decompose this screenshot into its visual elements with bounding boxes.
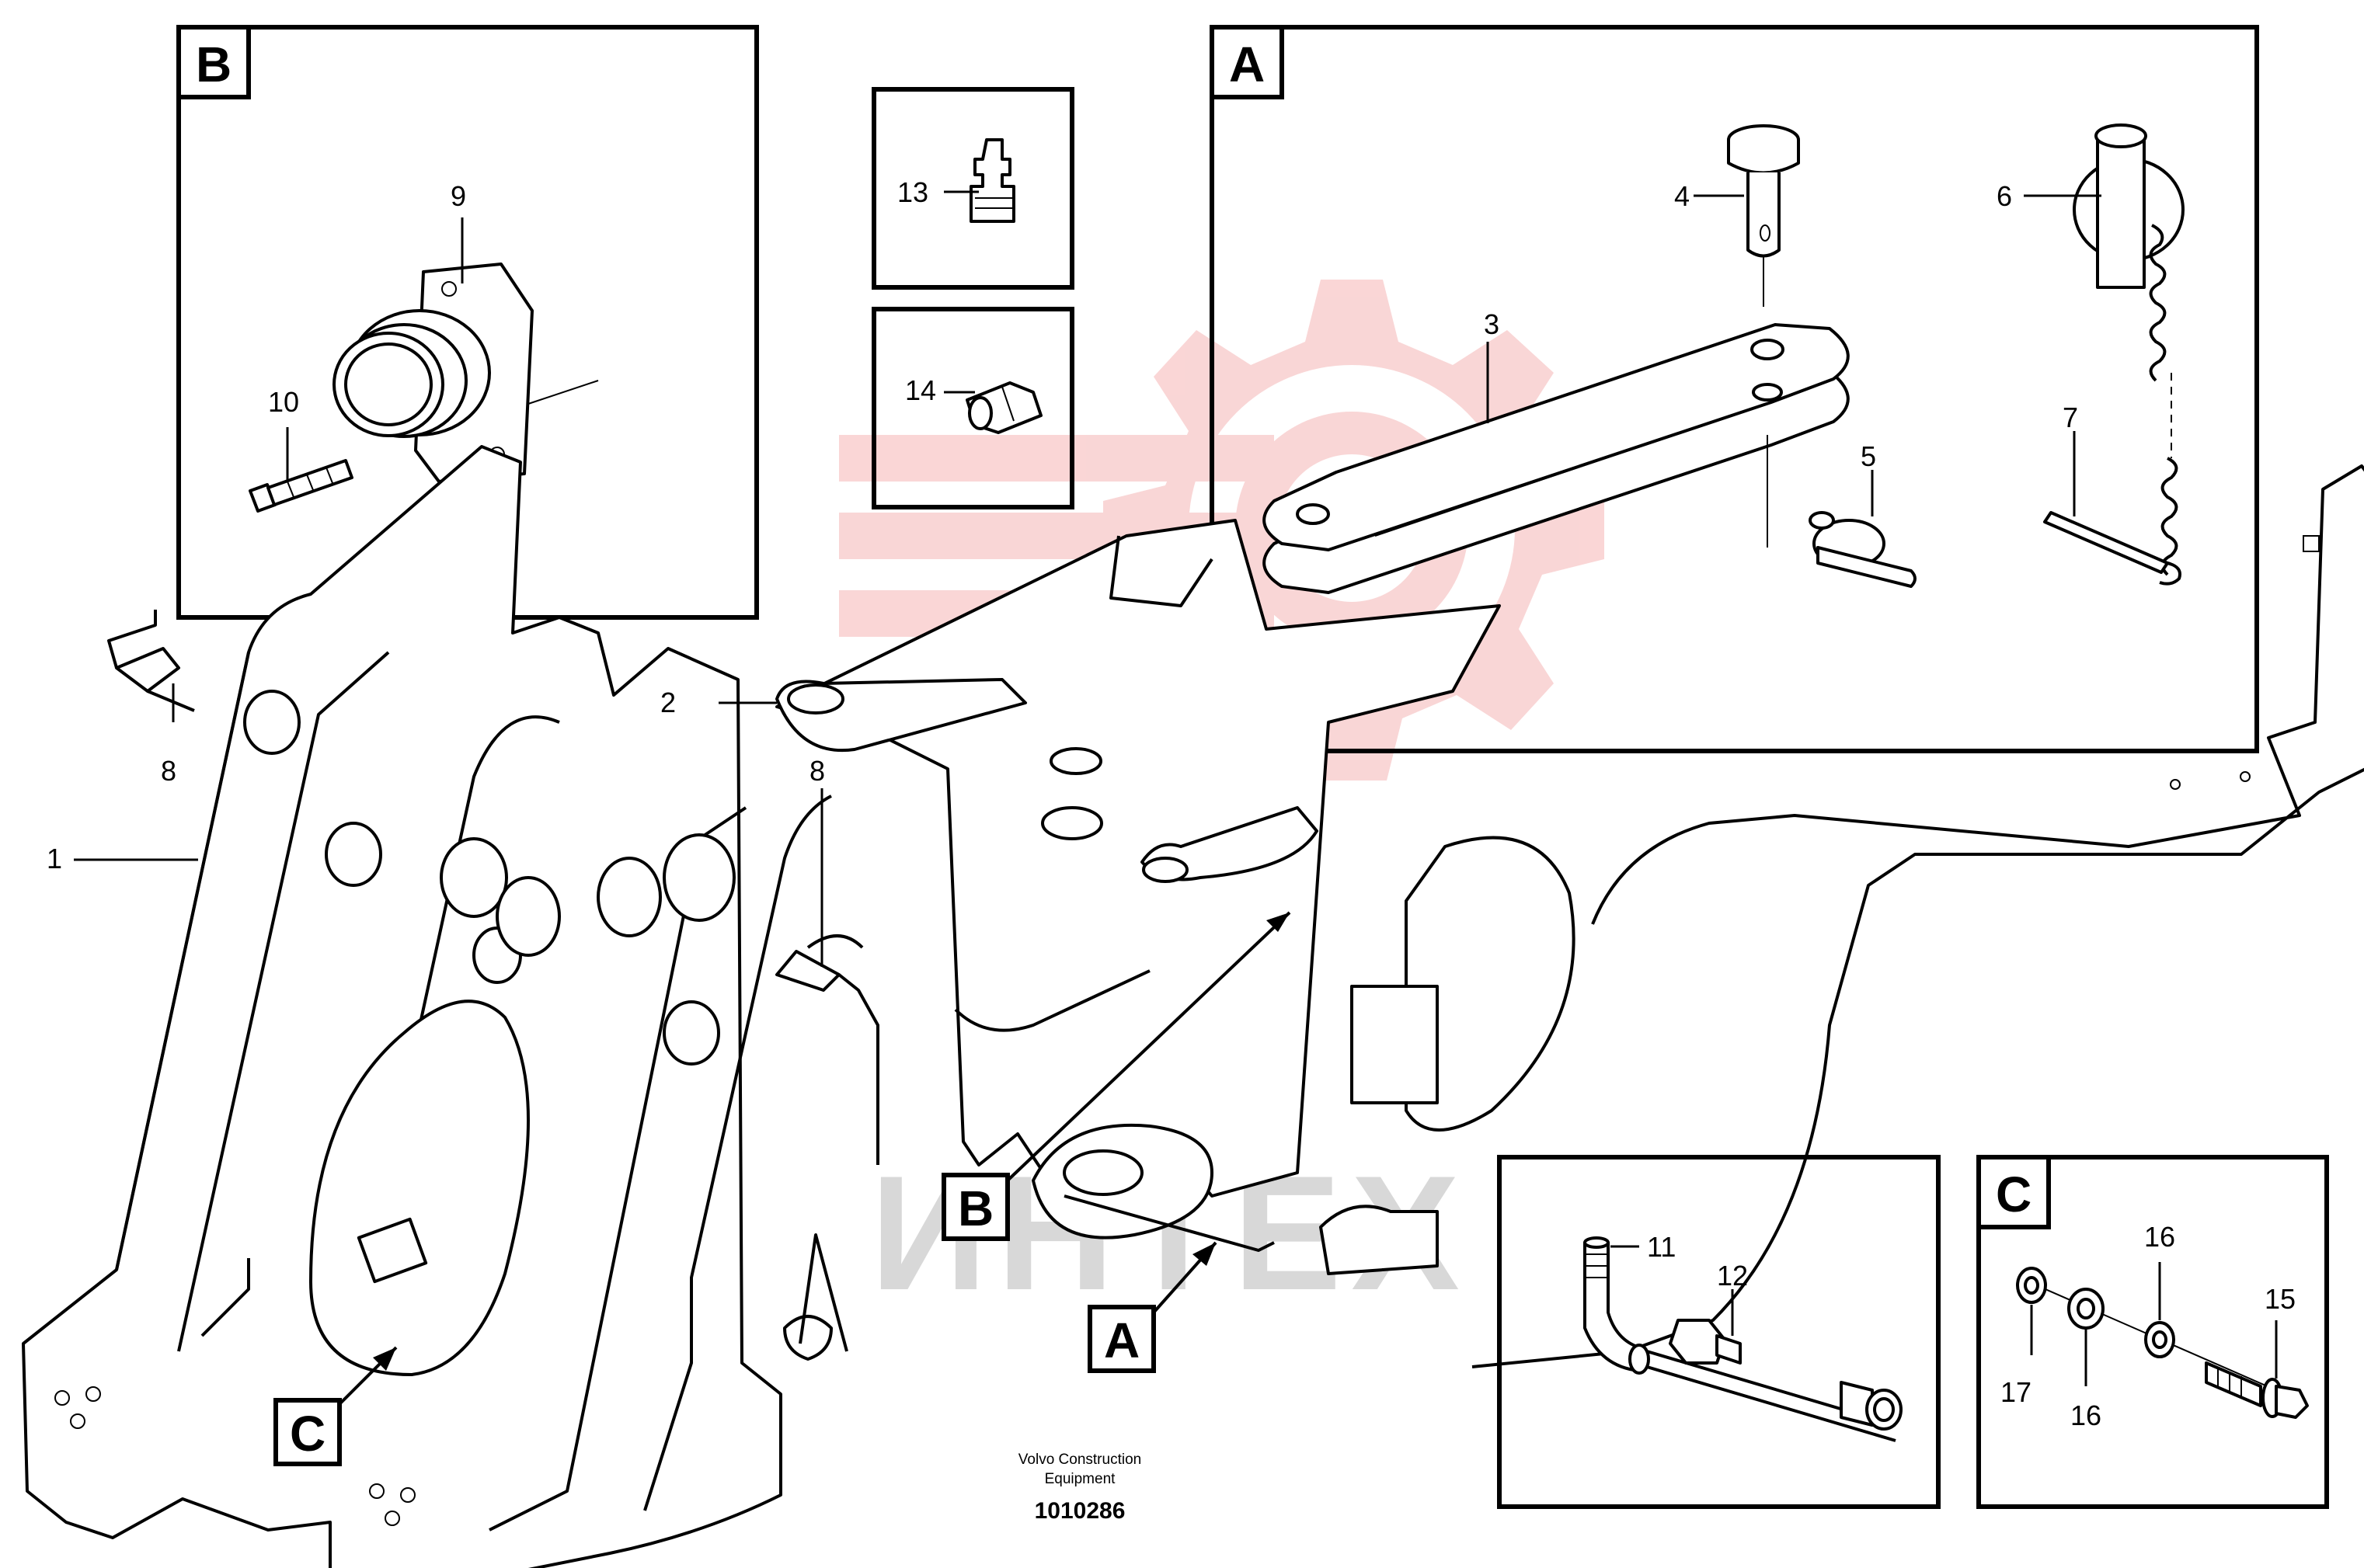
svg-text:C: C: [290, 1406, 326, 1462]
svg-text:A: A: [1104, 1312, 1140, 1368]
washer-16-b: [2144, 1321, 2175, 1358]
callout-16-upper: 16: [2144, 1221, 2175, 1253]
washer-17: [2016, 1267, 2047, 1304]
callout-16-lower: 16: [2070, 1399, 2101, 1431]
flange-bolt: [2205, 1361, 2309, 1419]
callout-1: 1: [47, 843, 62, 874]
flange-bearing: [332, 262, 599, 483]
detail-box-c-letter: C: [1996, 1166, 2032, 1222]
callout-15: 15: [2265, 1283, 2296, 1315]
detail-box-b-letter: B: [196, 37, 232, 92]
callout-11: 11: [1647, 1231, 1676, 1263]
callout-12: 12: [1717, 1260, 1748, 1292]
callout-10: 10: [268, 386, 299, 418]
pivot-pin: [1727, 124, 1800, 307]
detail-box-c: C 17 16 16 15: [1976, 1155, 2329, 1509]
view-marker-a: A: [1088, 1241, 1217, 1373]
washer-16-a: [2067, 1288, 2105, 1330]
detail-box-a: A: [1210, 25, 2259, 753]
callout-13: 13: [897, 176, 928, 208]
cotter-pin: [2043, 511, 2181, 586]
callout-2: 2: [660, 687, 676, 718]
footer-line2: Equipment: [1045, 1471, 1116, 1487]
detail-box-pipe: 11 12: [1497, 1155, 1941, 1509]
callout-5: 5: [1861, 440, 1876, 472]
callout-17: 17: [2000, 1376, 2032, 1408]
callout-14: 14: [905, 374, 936, 406]
view-marker-c: C: [273, 1346, 398, 1466]
callout-4: 4: [1674, 180, 1690, 212]
cap-screw: [249, 459, 353, 513]
footer: Volvo Construction Equipment 1010286: [1018, 1452, 1141, 1524]
callout-3: 3: [1484, 308, 1499, 340]
lock-pin: [1809, 511, 1917, 588]
front-frame: [22, 445, 879, 1568]
pipe-nut: [1669, 1319, 1742, 1365]
link-bar: [1262, 323, 1850, 594]
detail-box-a-letter: A: [1229, 37, 1265, 92]
detail-box-b: B 9 10: [176, 25, 759, 620]
detail-box-13: 13: [872, 87, 1074, 290]
rear-chassis: [775, 464, 2364, 1368]
svg-text:B: B: [958, 1180, 994, 1236]
callout-9: 9: [451, 180, 466, 212]
elbow-fitting: [1583, 1236, 1650, 1375]
pipe-end-fitting: [1840, 1381, 1903, 1431]
callout-8-left: 8: [161, 755, 176, 787]
ring-pin: [2073, 123, 2185, 576]
footer-line1: Volvo Construction: [1018, 1452, 1141, 1468]
view-marker-b: B: [942, 911, 1291, 1241]
detail-box-14: 14: [872, 307, 1074, 509]
callout-8-right: 8: [809, 755, 825, 787]
drawing-number: 1010286: [1035, 1498, 1126, 1524]
callout-7: 7: [2063, 402, 2078, 433]
callout-6: 6: [1997, 180, 2012, 212]
